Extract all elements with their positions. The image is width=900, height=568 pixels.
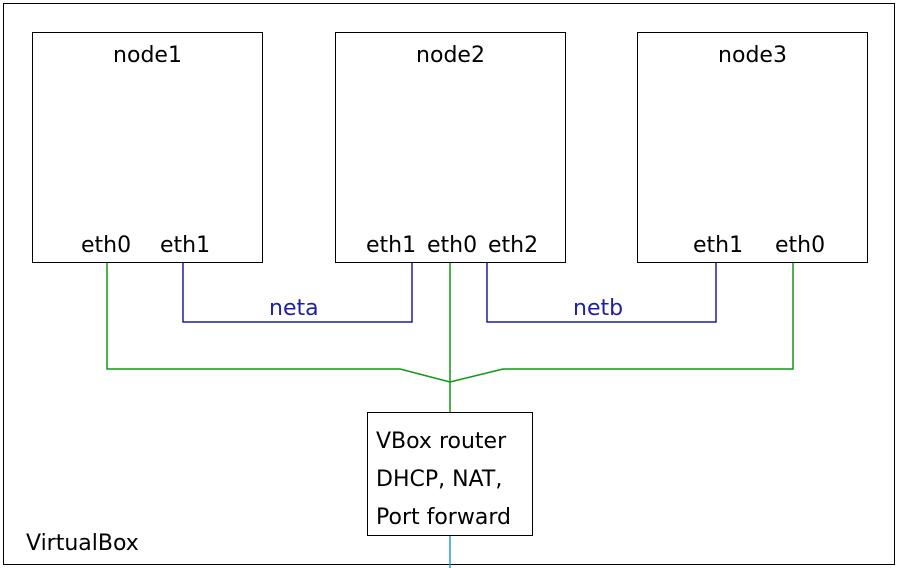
virtualbox-host-frame <box>3 3 895 565</box>
node1-box: node1 <box>32 32 263 263</box>
node3-eth0-label: eth0 <box>775 233 826 258</box>
vbox-router-box: VBox router DHCP, NAT, Port forward <box>367 412 533 536</box>
node-title: node2 <box>416 43 485 68</box>
node3-eth0-nat-wire <box>449 262 794 383</box>
virtualbox-label: VirtualBox <box>26 531 139 556</box>
router-line: VBox router <box>376 429 507 454</box>
node3-eth1-label: eth1 <box>693 233 744 258</box>
node-title: node1 <box>113 43 182 68</box>
neta-label: neta <box>269 296 319 321</box>
node2-eth2-label: eth2 <box>488 233 539 258</box>
node3-box: node3 <box>637 32 868 263</box>
netb-label: netb <box>573 296 624 321</box>
router-line: Port forward <box>376 505 511 530</box>
node1-eth0-label: eth0 <box>81 233 132 258</box>
node-title: node3 <box>718 43 787 68</box>
netb-wire <box>486 262 717 323</box>
node2-box: node2 <box>335 32 566 263</box>
neta-wire <box>182 262 413 323</box>
router-line: DHCP, NAT, <box>376 467 503 492</box>
node1-eth0-nat-wire <box>106 262 451 383</box>
node2-eth1-label: eth1 <box>366 233 417 258</box>
node1-eth1-label: eth1 <box>160 233 211 258</box>
node2-eth0-label: eth0 <box>427 233 478 258</box>
